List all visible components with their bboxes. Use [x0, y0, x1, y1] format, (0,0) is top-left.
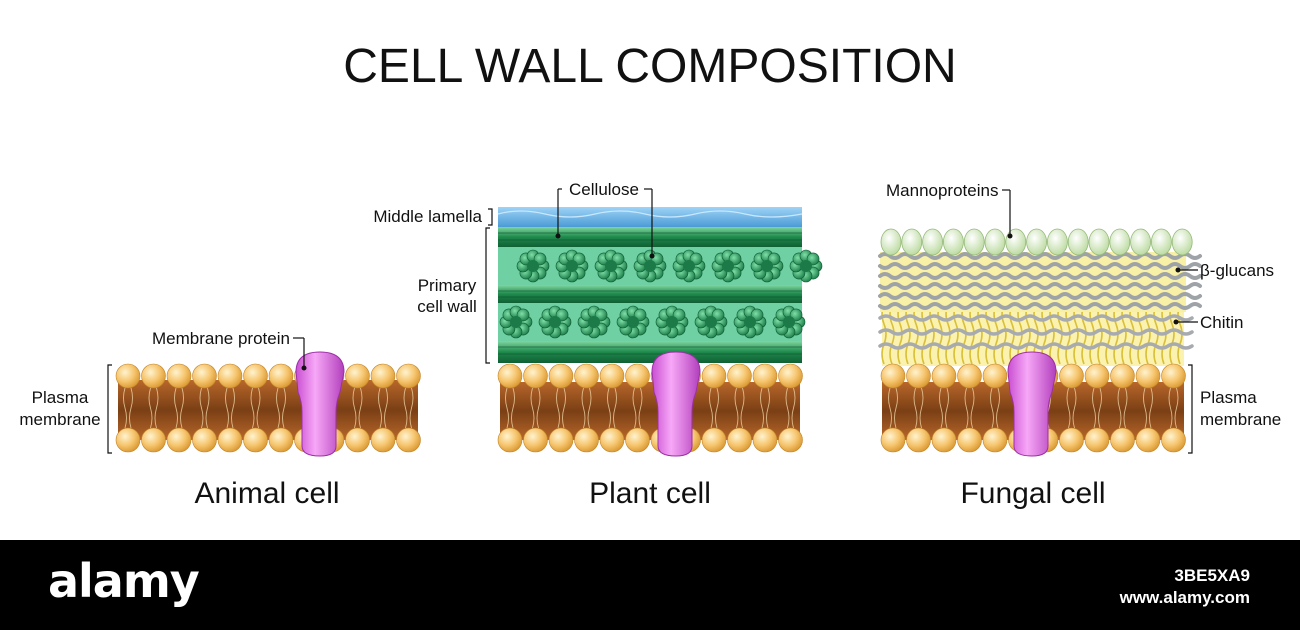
footer-bar: alamy 3BE5XA9 www.alamy.com	[0, 540, 1300, 630]
animal-cell-caption: Animal cell	[194, 477, 339, 510]
animal-membrane-protein	[295, 351, 345, 457]
cellulose-rosettes	[499, 249, 823, 339]
animal-plasma-membrane	[115, 363, 421, 453]
plant-membrane-protein	[651, 351, 701, 457]
mannoproteins-label: Mannoproteins	[886, 181, 998, 200]
plant-plasma-membrane	[497, 363, 803, 453]
fungal-cell-caption: Fungal cell	[960, 477, 1105, 510]
primary-cell-wall-label-2: cell wall	[417, 297, 477, 316]
cell-wall-diagram: CELL WALL COMPOSITION Membrane protein P…	[19, 40, 1281, 510]
site-url[interactable]: www.alamy.com	[1119, 588, 1250, 607]
fungal-plasma-membrane-label-1: Plasma	[1200, 388, 1257, 407]
animal-plasma-membrane-label-2: membrane	[19, 410, 100, 429]
beta-glucan-layer	[878, 252, 1202, 312]
cellulose-fibers	[498, 227, 802, 363]
middle-lamella	[498, 207, 802, 227]
chitin-label: Chitin	[1200, 313, 1243, 332]
cellulose-label: Cellulose	[569, 180, 639, 199]
animal-cell: Membrane protein Plasma membrane Animal …	[19, 329, 421, 510]
fungal-membrane-protein	[1007, 351, 1057, 457]
brand-logo[interactable]: alamy	[48, 554, 200, 608]
membrane-protein-label: Membrane protein	[152, 329, 290, 348]
mannoproteins	[880, 228, 1193, 256]
middle-lamella-label: Middle lamella	[373, 207, 482, 226]
diagram-title: CELL WALL COMPOSITION	[343, 40, 956, 93]
primary-cell-wall-label-1: Primary	[418, 276, 477, 295]
beta-glucans-label: β-glucans	[1200, 261, 1274, 280]
image-id: 3BE5XA9	[1174, 566, 1250, 585]
plant-cell-caption: Plant cell	[589, 477, 711, 510]
fungal-plasma-membrane-label-2: membrane	[1200, 410, 1281, 429]
plant-cell: Cellulose Middle lamella Primary cell wa…	[373, 180, 823, 510]
fungal-cell: Mannoproteins β-glucans Chitin Plasma me…	[878, 181, 1281, 510]
animal-plasma-membrane-label-1: Plasma	[32, 388, 89, 407]
